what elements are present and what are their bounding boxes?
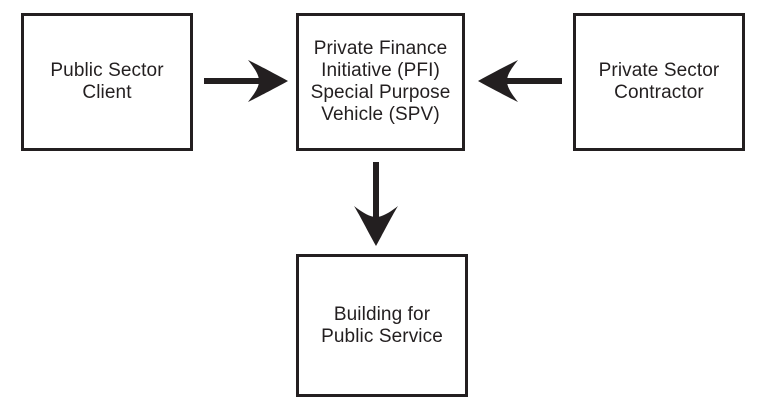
box-pfi-spv-line3: Special Purpose (310, 82, 451, 103)
box-private-sector-contractor-line1: Private Sector (598, 60, 720, 81)
box-building-for-public-service-line1: Building for (333, 303, 431, 325)
box-pfi-spv-line1: Private Finance (313, 38, 448, 59)
box-private-sector-contractor: Private Sector Contractor (573, 13, 745, 151)
box-public-sector-client-line2: Client (82, 82, 132, 103)
box-public-sector-client-line1: Public Sector (50, 60, 164, 81)
box-building-for-public-service: Building for Public Service (296, 254, 468, 397)
box-public-sector-client: Public Sector Client (21, 13, 193, 151)
box-pfi-spv-line4: Vehicle (SPV) (321, 104, 440, 125)
down-arrow-icon (354, 162, 398, 246)
right-arrow-icon (204, 60, 288, 102)
box-private-sector-contractor-line2: Contractor (614, 82, 704, 103)
box-pfi-spv: Private Finance Initiative (PFI) Special… (296, 13, 465, 151)
left-arrow-icon (478, 60, 562, 102)
box-building-for-public-service-line2: Public Service (321, 325, 443, 347)
box-pfi-spv-line2: Initiative (PFI) (321, 60, 440, 81)
